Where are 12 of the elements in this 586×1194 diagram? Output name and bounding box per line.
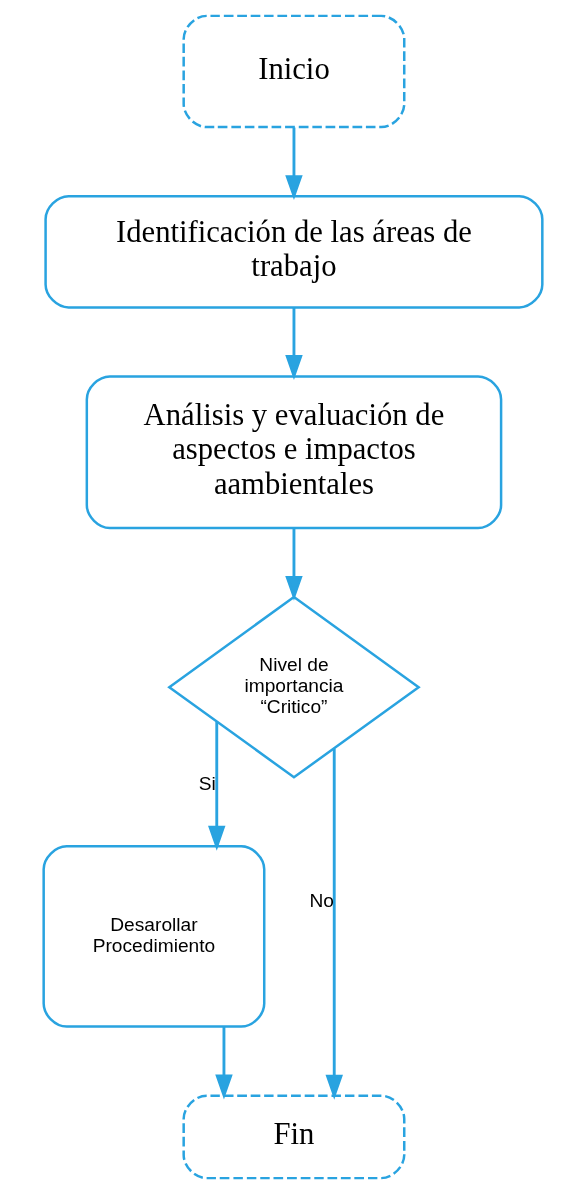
node-box: Inicio (182, 14, 406, 129)
edge-label: No (309, 889, 335, 911)
arrow (285, 528, 303, 601)
node-box: Fin (182, 1094, 406, 1180)
node-box: Análisis y evaluación de aspectos e impactos aambientales (85, 375, 503, 530)
arrow (325, 748, 343, 1100)
node-box: Desarollar Procedimiento (42, 845, 266, 1028)
arrow (285, 127, 303, 201)
node-box: Identificación de las áreas de trabajo (44, 194, 544, 309)
arrow (285, 307, 303, 381)
arrow (215, 1026, 233, 1100)
arrow (208, 721, 226, 851)
